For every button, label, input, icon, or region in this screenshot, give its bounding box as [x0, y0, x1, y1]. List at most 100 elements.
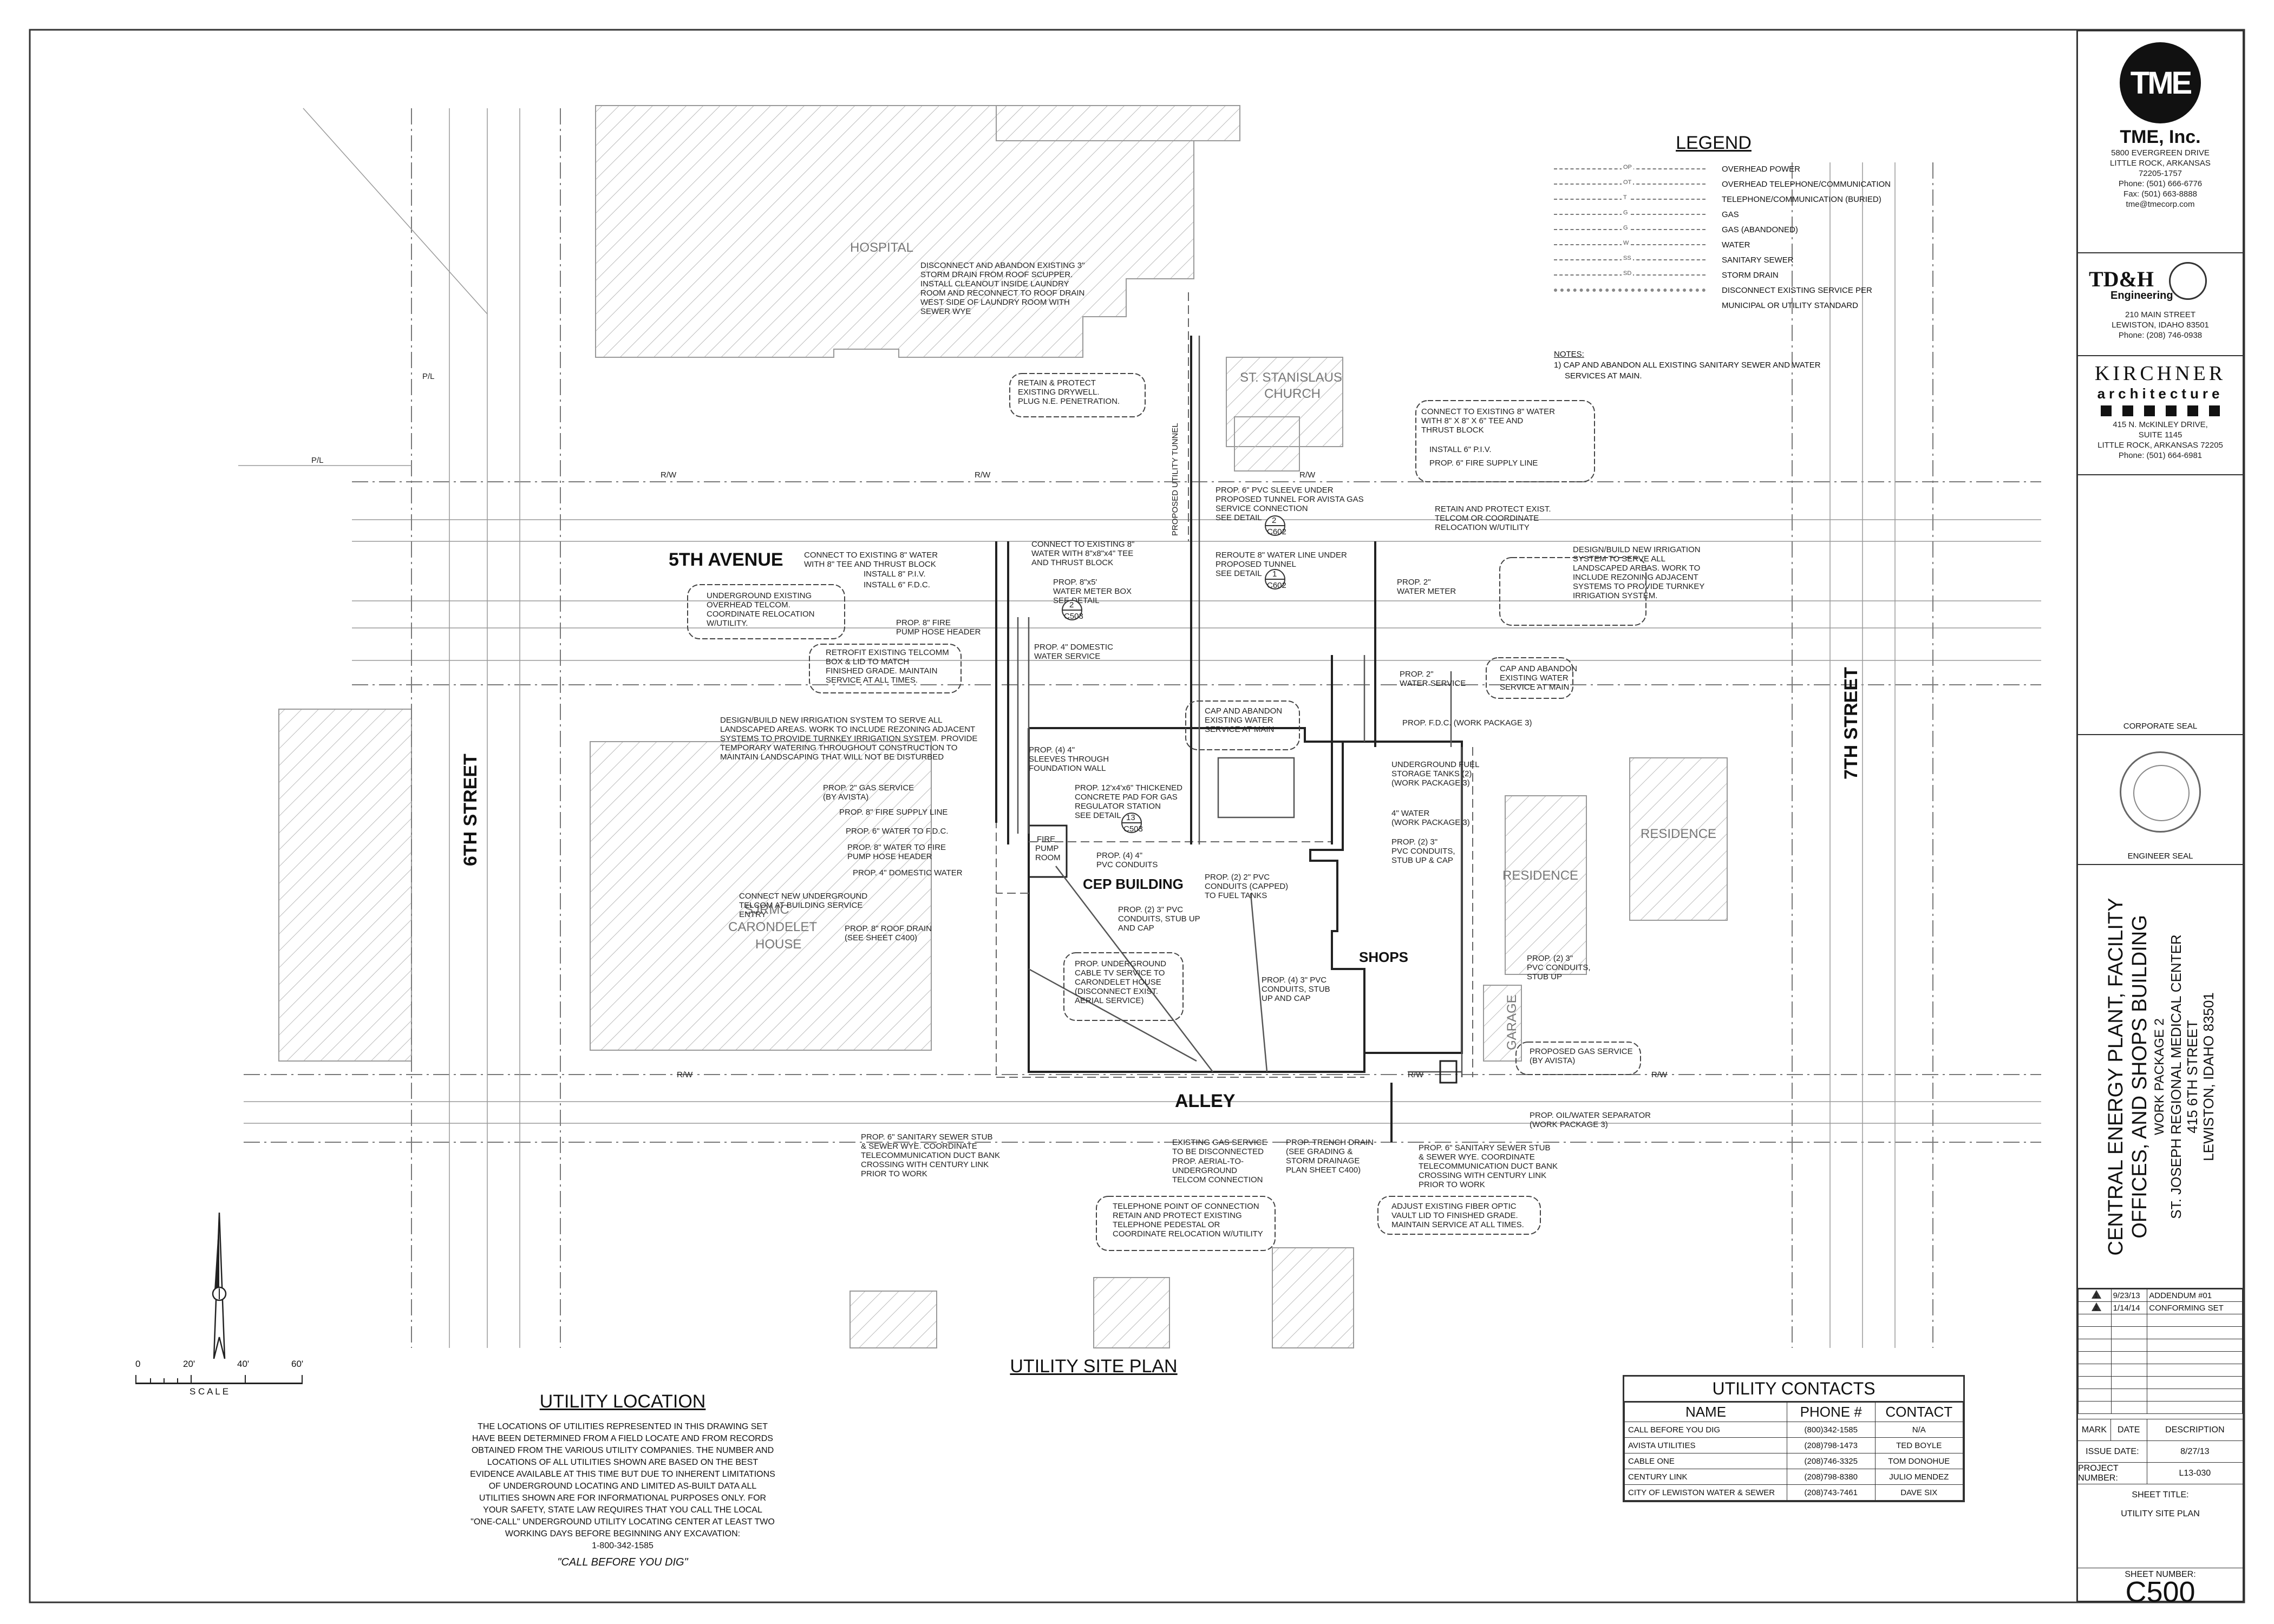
tdh-address-line: LEWISTON, IDAHO 83501	[2112, 320, 2209, 330]
callout-line: INSTALL 6" F.D.C.	[864, 580, 930, 590]
utility-contacts-table: UTILITY CONTACTS NAME PHONE # CONTACT CA…	[1623, 1375, 1965, 1502]
revision-mark: 1	[2078, 1289, 2112, 1302]
revision-desc	[2147, 1351, 2243, 1364]
tdh-address-line: 210 MAIN STREET	[2125, 310, 2196, 319]
utility-contacts-title: UTILITY CONTACTS	[1624, 1377, 1963, 1402]
table-cell: JULIO MENDEZ	[1874, 1469, 1963, 1485]
callout-line: SEWER WYE	[920, 307, 971, 316]
engineer-seal-stamp-icon	[2120, 751, 2201, 833]
sheet-title-row: SHEET TITLE: UTILITY SITE PLAN	[2078, 1484, 2243, 1568]
legend-line-sample: SD	[1554, 270, 1706, 277]
callout-line: EXISTING DRYWELL.	[1018, 388, 1100, 397]
church-label-2: CHURCH	[1264, 387, 1321, 401]
callout-line: PROP. 8" FIRE	[896, 618, 951, 627]
callout-line: DISCONNECT AND ABANDON EXISTING 3"	[920, 261, 1084, 270]
revision-cloud	[1096, 1196, 1276, 1251]
hospital-label: HOSPITAL	[850, 240, 913, 255]
call-before-you-dig: "CALL BEFORE YOU DIG"	[557, 1556, 688, 1568]
callout-line: PROP. (2) 3"	[1391, 837, 1437, 847]
church-label-1: ST. STANISLAUS	[1240, 370, 1342, 385]
callout-line: STUB UP & CAP	[1391, 856, 1453, 865]
scale-tick: 60'	[291, 1359, 304, 1369]
tdh-address-line: Phone: (208) 746-0938	[2118, 331, 2203, 340]
callout-line: TELCOM OR COORDINATE	[1435, 514, 1539, 523]
callout-line: SEE DETAIL	[1075, 811, 1121, 820]
callout-c18: PROP. 2" GAS SERVICE(BY AVISTA)	[823, 783, 914, 802]
callout-line: PROP. AERIAL-TO-	[1172, 1157, 1244, 1166]
note-line: 1) CAP AND ABANDON ALL EXISTING SANITARY…	[1554, 361, 1821, 370]
detail-references: 2 C602 1 C602 2 C503 13 C503	[1062, 515, 1286, 834]
tme-address-line: LITTLE ROCK, ARKANSAS	[2110, 159, 2211, 168]
revision-mark	[2078, 1326, 2112, 1339]
revision-mark	[2078, 1376, 2112, 1389]
callout-line: WATER METER BOX	[1053, 587, 1132, 596]
callout-line: LANDSCAPED AREAS. WORK TO	[1573, 564, 1700, 573]
revision-row	[2078, 1401, 2243, 1414]
revision-header-row: MARK DATE DESCRIPTION	[2078, 1419, 2243, 1441]
revision-date: 9/23/13	[2110, 1289, 2148, 1302]
kirchner-section: KIRCHNER architecture 415 N. McKINLEY DR…	[2078, 356, 2243, 475]
project-number-row: PROJECT NUMBER: L13-030	[2078, 1462, 2243, 1484]
revision-date	[2110, 1401, 2148, 1414]
legend-code: OP	[1622, 164, 1633, 171]
revision-cloud	[809, 644, 962, 693]
callout-line: EXISTING GAS SERVICE	[1172, 1138, 1267, 1147]
revision-cloud	[1377, 1196, 1541, 1235]
callout-line: PROP. 12'x4'x6" THICKENED	[1075, 783, 1182, 793]
callout-line: TELCOM CONNECTION	[1172, 1175, 1263, 1184]
callout-line: OVERHEAD TELCOM.	[707, 600, 790, 610]
utility-location-line: 1-800-342-1585	[592, 1541, 654, 1550]
callout-line: UNDERGROUND FUEL	[1391, 760, 1480, 769]
callout-line: (WORK PACKAGE 3)	[1391, 818, 1470, 827]
callout-c44: PROP. OIL/WATER SEPARATOR(WORK PACKAGE 3…	[1530, 1111, 1651, 1129]
legend-row: MUNICIPAL OR UTILITY STANDARD	[1554, 298, 1933, 313]
table-cell: TED BOYLE	[1874, 1437, 1963, 1453]
revision-mark	[2078, 1401, 2112, 1414]
revision-row	[2078, 1351, 2243, 1364]
callout-line: AND THRUST BLOCK	[1031, 558, 1113, 567]
sixth-street-label: 6TH STREET	[460, 754, 481, 866]
callout-line: TEMPORARY WATERING THROUGHOUT CONSTRUCTI…	[720, 743, 957, 752]
corporate-seal-section: CORPORATE SEAL	[2078, 475, 2243, 735]
revision-row	[2078, 1389, 2243, 1402]
callout-line: IRRIGATION SYSTEM.	[1573, 591, 1657, 600]
legend-label: GAS (ABANDONED)	[1722, 225, 1798, 234]
fire-pump-room-outline	[1028, 824, 1068, 878]
callout-line: PROP. (2) 2" PVC	[1205, 873, 1270, 882]
scale-tick: 0	[135, 1359, 141, 1369]
issue-date-value: 8/27/13	[2180, 1447, 2210, 1456]
revision-date	[2110, 1364, 2148, 1377]
table-cell: DAVE SIX	[1874, 1484, 1963, 1501]
table-cell: (208)798-1473	[1787, 1437, 1876, 1453]
callout-line: CONDUITS, STUB	[1262, 985, 1330, 994]
residence-1-label: RESIDENCE	[1502, 868, 1578, 883]
callout-line: LANDSCAPED AREAS. WORK TO INCLUDE REZONI…	[720, 725, 975, 734]
detail-ref-number: 1	[1272, 569, 1277, 579]
legend-line-sample: W	[1554, 240, 1706, 246]
cep-building-label: CEP BUILDING	[1083, 876, 1184, 892]
callout-line: WITH 8" TEE AND THRUST BLOCK	[804, 560, 936, 569]
legend-line-sample: SS	[1554, 255, 1706, 261]
callout-line: (WORK PACKAGE 3)	[1391, 778, 1470, 788]
callout-c14: DESIGN/BUILD NEW IRRIGATION SYSTEM TO SE…	[720, 716, 977, 762]
engineer-seal-section: ENGINEER SEAL	[2078, 735, 2243, 865]
carondelet-label-3: HOUSE	[755, 937, 801, 952]
south-building-3	[1093, 1277, 1170, 1348]
kirchner-address-line: SUITE 1145	[2138, 430, 2182, 440]
callout-line: PUMP HOSE HEADER	[847, 852, 932, 861]
kirchner-address-line: Phone: (501) 664-6981	[2118, 451, 2203, 460]
